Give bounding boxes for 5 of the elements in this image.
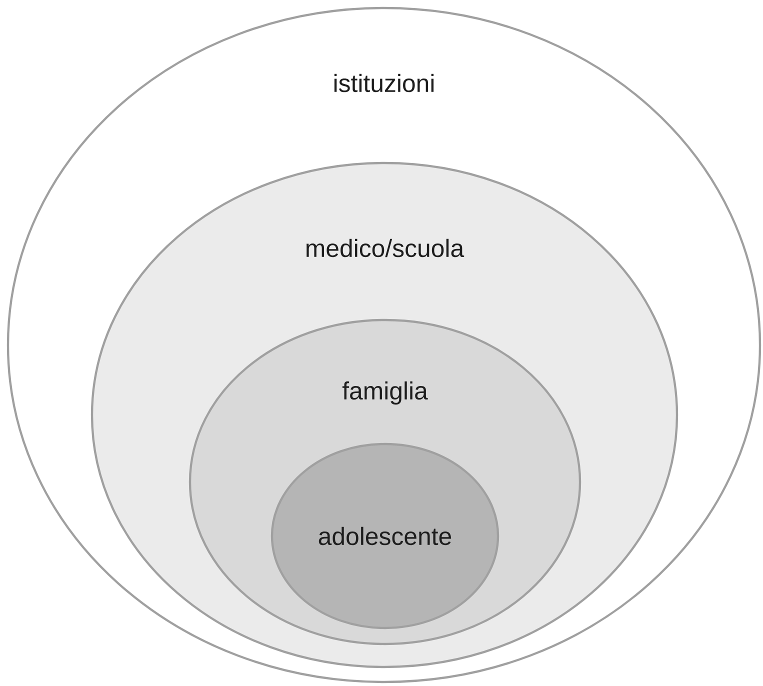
ring-label: adolescente	[318, 526, 452, 546]
ring	[270, 442, 500, 630]
ring-label: famiglia	[342, 381, 428, 405]
ring-label: istituzioni	[334, 74, 434, 92]
ring-label: medico/scuola	[306, 238, 464, 258]
